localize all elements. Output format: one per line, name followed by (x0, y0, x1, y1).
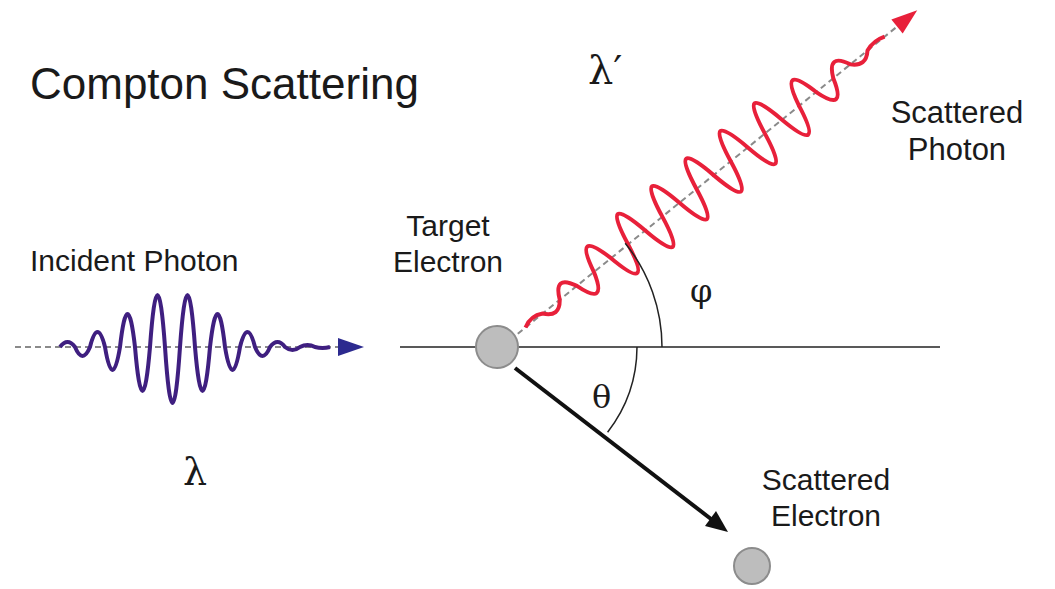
angle-label: θ (592, 378, 611, 416)
scattered-axis (510, 22, 902, 340)
diagram-title: Compton Scattering (30, 58, 419, 111)
scattered-electron (734, 548, 770, 584)
electron-arrowhead (705, 511, 728, 532)
wavelength-label: λ (183, 450, 207, 496)
photon-label: Incident Photon (30, 243, 239, 279)
wavelength-label: λ′ (588, 46, 622, 94)
electron-label: Scattered Electron (735, 462, 917, 534)
phi-arc (625, 243, 662, 347)
electron-arrow (515, 368, 711, 519)
electron-label: Target Electron (378, 208, 518, 280)
theta-arc (608, 347, 637, 432)
scattered-photon-group (491, 0, 936, 363)
scattered-arrowhead (891, 3, 923, 33)
incident-wave (60, 295, 330, 403)
target-electron (476, 326, 518, 368)
incident-arrowhead (338, 338, 364, 356)
scattered-wave (507, 13, 904, 350)
photon-label: Scattered Photon (868, 94, 1046, 168)
angle-label: φ (690, 272, 712, 310)
